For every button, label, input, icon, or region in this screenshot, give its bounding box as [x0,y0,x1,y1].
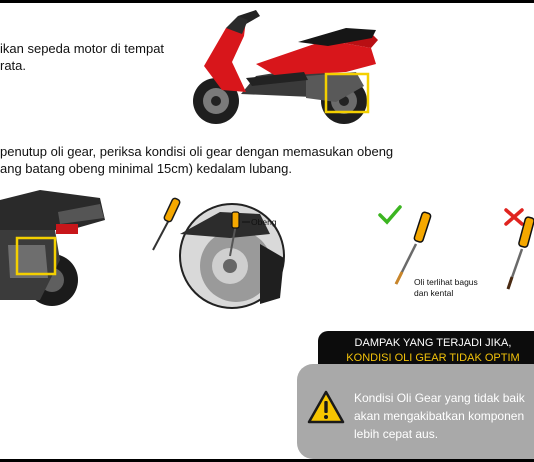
step-1-line-1: ikan sepeda motor di tempat [0,41,165,56]
step-2-text: penutup oli gear, periksa kondisi oli ge… [0,143,400,177]
warning-header-line-2: KONDISI OLI GEAR TIDAK OPTIM [346,352,520,364]
warning-triangle-icon [307,390,345,424]
step-1-line-2: rata. [0,58,27,73]
step-2-line-1: penutup oli gear, periksa kondisi oli ge… [0,144,394,159]
warning-header-line-1: DAMPAK YANG TERJADI JIKA, [354,337,512,349]
check-icon [378,205,402,225]
warning-body-line-3: lebih cepat aus. [354,427,439,441]
warning-box: Kondisi Oli Gear yang tidak baik akan me… [297,364,534,459]
good-oil-screwdriver [394,211,432,285]
top-border [0,0,534,3]
scooter-illustration [193,10,378,124]
rear-wheel-closeup [0,190,105,306]
obeng-label: Obeng [251,217,277,227]
warning-body-line-2: akan mengakibatkan komponen [354,409,525,423]
step-1-text: ikan sepeda motor di tempat rata. [0,40,190,74]
good-oil-caption: Oli terlihat bagus dan kental [414,277,478,299]
warning-body: Kondisi Oli Gear yang tidak baik akan me… [354,389,534,443]
bottom-border [0,459,534,462]
screwdriver-check-illustration [152,197,285,309]
warning-body-line-1: Kondisi Oli Gear yang tidak baik [354,391,525,405]
bad-oil-screwdriver [506,216,534,290]
good-oil-caption-line-1: Oli terlihat bagus [414,277,478,287]
cross-icon [504,208,524,226]
good-oil-caption-line-2: dan kental [414,288,454,298]
step-2-line-2: ang batang obeng minimal 15cm) kedalam l… [0,161,292,176]
